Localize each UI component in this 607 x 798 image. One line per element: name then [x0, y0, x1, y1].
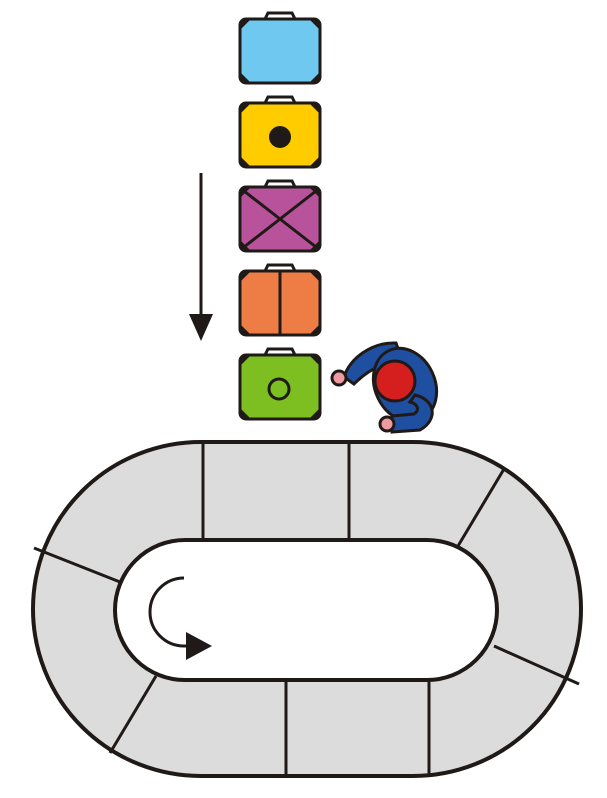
suitcase-cross-mark — [243, 189, 317, 249]
suitcase-dot-mark — [269, 126, 291, 148]
suitcase-green — [238, 347, 322, 421]
suitcase-handle — [263, 11, 297, 20]
suitcase-corner — [310, 104, 319, 113]
belt-divider — [33, 546, 121, 584]
suitcase-handle — [263, 263, 297, 272]
suitcase-handle — [263, 347, 297, 356]
suitcase-body — [238, 17, 322, 85]
suitcase-corner — [310, 20, 319, 29]
carousel — [31, 440, 583, 778]
person-arm-right — [390, 393, 434, 434]
suitcase-corner — [241, 325, 250, 334]
suitcase-body — [238, 353, 322, 421]
suitcase-handle — [263, 179, 297, 188]
carousel-belt — [31, 440, 583, 778]
belt-divider — [456, 468, 506, 547]
suitcase-corner — [310, 325, 319, 334]
belt-divider — [108, 675, 158, 754]
suitcase-corner — [310, 73, 319, 82]
suitcase-corner — [241, 157, 250, 166]
carousel-segment-dividers — [33, 444, 580, 775]
person-hand-right — [378, 415, 396, 433]
suitcase-corner — [241, 272, 250, 281]
suitcase-purple — [238, 179, 322, 253]
belt-divider — [493, 644, 580, 686]
person-topview-icon — [330, 341, 439, 434]
suitcase-yellow — [238, 95, 322, 169]
rotation-arrowhead — [186, 632, 212, 660]
flow-arrowhead — [189, 314, 213, 341]
person-hand-left — [330, 369, 348, 387]
suitcase-corner — [310, 356, 319, 365]
suitcase-corner — [241, 104, 250, 113]
suitcase-corner — [241, 409, 250, 418]
suitcase-corner — [241, 20, 250, 29]
clockwise-arrow-icon — [148, 576, 212, 660]
down-arrow-icon — [189, 173, 213, 341]
suitcase-corner — [310, 409, 319, 418]
suitcase-corner — [310, 157, 319, 166]
suitcase-handle — [263, 95, 297, 104]
suitcase-orange — [238, 263, 322, 337]
suitcase-corner — [241, 356, 250, 365]
suitcase-blue — [238, 11, 322, 85]
suitcase-stack — [238, 11, 322, 421]
suitcase-corner — [241, 73, 250, 82]
suitcase-corner — [310, 272, 319, 281]
rotation-arc — [148, 576, 190, 648]
person-head — [373, 359, 417, 403]
suitcase-ring-mark — [267, 377, 291, 401]
